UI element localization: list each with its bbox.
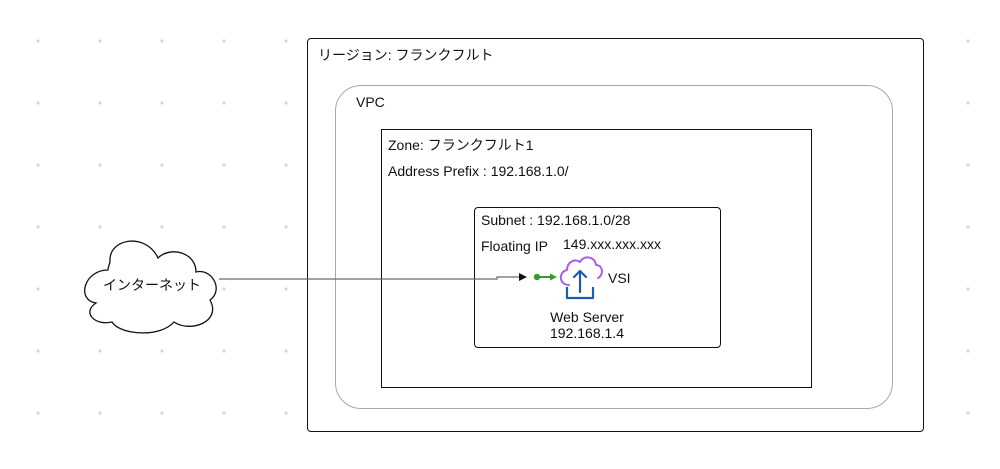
cloud-upload-icon[interactable] bbox=[559, 256, 603, 300]
web-server-ip: 192.168.1.4 bbox=[550, 325, 624, 341]
vsi-label: VSI bbox=[608, 270, 631, 286]
cloud-icon[interactable] bbox=[84, 240, 217, 334]
zone-label: Zone: フランクフルト1 bbox=[388, 137, 534, 153]
subnet-label: Subnet : 192.168.1.0/28 bbox=[481, 212, 631, 228]
vpc-label: VPC bbox=[356, 94, 385, 110]
floating-ip-label: Floating IP bbox=[481, 238, 548, 254]
web-server-name: Web Server bbox=[550, 309, 624, 325]
region-label: リージョン: フランクフルト bbox=[318, 47, 494, 63]
internet-label: インターネット bbox=[103, 277, 201, 293]
internet-to-vsi-connector[interactable] bbox=[219, 273, 527, 281]
floating-ip-value: 149.xxx.xxx.xxx bbox=[563, 236, 662, 252]
port-connector[interactable] bbox=[533, 273, 557, 281]
web-server-label: Web Server 192.168.1.4 bbox=[527, 309, 647, 341]
address-prefix-label: Address Prefix : 192.168.1.0/ bbox=[388, 163, 569, 179]
